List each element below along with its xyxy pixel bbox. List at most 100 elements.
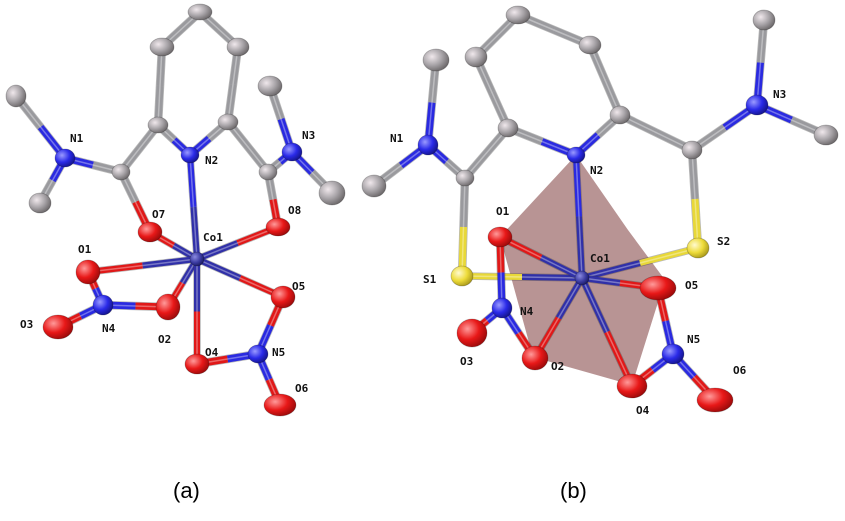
- atom-label-b-n3: N3: [773, 88, 786, 101]
- atom-label-a-o4: O4: [205, 346, 219, 359]
- atom-b-co1: [574, 270, 590, 286]
- atom-a-o4: [184, 353, 210, 375]
- atom-label-a-n4: N4: [102, 322, 116, 335]
- atom-a-o3: [42, 314, 74, 340]
- bond-b-C_amide1-S1: [457, 177, 470, 277]
- bond-b-C_amide2-S2: [687, 149, 703, 249]
- atom-b-c_ring1: [505, 5, 531, 25]
- atom-a-co1: [189, 251, 205, 267]
- atom-a-c_me2: [28, 192, 52, 214]
- bond-a-C_ring3-C_ring5: [223, 46, 243, 123]
- atom-b-n3: [745, 94, 769, 116]
- bond-a-Co1-O1: [87, 255, 198, 276]
- atom-b-o1: [487, 226, 513, 248]
- atom-b-c_me4: [813, 124, 839, 146]
- atom-b-o4: [616, 373, 648, 399]
- atom-b-c_amide2: [681, 140, 703, 160]
- atom-label-a-o5: O5: [292, 280, 305, 293]
- atom-label-b-co1: Co1: [590, 252, 610, 265]
- atom-label-a-n2: N2: [205, 154, 218, 167]
- atom-a-n4: [92, 294, 114, 316]
- atom-label-b-o5: O5: [685, 279, 698, 292]
- atom-label-b-o6: O6: [733, 364, 747, 377]
- bond-b-N1-C_me1: [423, 59, 441, 146]
- atom-b-c_amide1: [455, 169, 475, 187]
- atom-a-c_ring4: [147, 116, 169, 134]
- atom-a-c_ring2: [149, 37, 175, 57]
- bond-b-C_ring4-C_amide1: [461, 125, 512, 181]
- atom-label-a-n5: N5: [272, 346, 285, 359]
- atom-label-b-s1: S1: [423, 273, 437, 286]
- atom-b-c_ring5: [609, 105, 631, 125]
- bond-b-Co1-S1: [461, 272, 583, 282]
- atom-label-b-s2: S2: [717, 235, 730, 248]
- atom-label-a-o1: O1: [78, 243, 92, 256]
- atom-a-c_ring5: [217, 113, 239, 131]
- bond-b-O1-N4: [495, 236, 507, 309]
- atom-label-a-o6: O6: [295, 382, 309, 395]
- atom-b-n5: [661, 343, 685, 365]
- atom-label-b-n2: N2: [590, 164, 603, 177]
- atom-a-c_me1: [5, 84, 27, 108]
- atom-a-c_ring1: [187, 3, 213, 21]
- atom-a-c_me4: [318, 180, 346, 206]
- atom-label-a-n1: N1: [70, 132, 84, 145]
- panel-label-a: (a): [173, 478, 200, 503]
- atom-b-n4: [491, 297, 513, 319]
- atom-b-o6: [696, 387, 734, 413]
- atom-b-o2: [521, 345, 549, 371]
- atom-label-b-o4: O4: [636, 404, 650, 417]
- atom-a-o2: [155, 293, 181, 321]
- atom-labels: N2N1O7N3O8Co1O1N4O3O2O5N5O4O6N2N1S1N3S2C…: [20, 88, 786, 417]
- atom-a-o5: [270, 285, 296, 309]
- bond-b-C_ring4-N2: [506, 124, 578, 159]
- atom-a-c_amide1: [111, 163, 131, 181]
- atom-b-c_me2: [361, 174, 387, 198]
- bond-a-C_ring5-C_amide2: [224, 119, 272, 175]
- bond-a-Co1-O8: [195, 223, 280, 263]
- bond-b-C_ring3-C_ring5: [586, 43, 624, 117]
- atom-a-c_me3: [257, 75, 283, 97]
- atom-label-a-o3: O3: [20, 318, 33, 331]
- bond-b-N3-C_amide2: [689, 101, 760, 154]
- atom-b-c_me1: [422, 48, 450, 72]
- atom-label-a-o7: O7: [152, 208, 165, 221]
- atom-b-s2: [686, 237, 710, 259]
- atom-b-o3: [456, 318, 488, 348]
- atom-a-o8: [265, 217, 291, 237]
- atom-label-a-co1: Co1: [203, 231, 223, 244]
- bond-a-Co1-O5: [195, 255, 285, 301]
- atom-label-b-n1: N1: [390, 132, 404, 145]
- bond-a-C_ring2-C_ring4: [153, 46, 167, 126]
- atom-a-o1: [75, 259, 101, 285]
- atom-label-b-o3: O3: [460, 355, 473, 368]
- atom-label-a-o2: O2: [158, 333, 171, 346]
- atom-a-c_amide2: [258, 163, 278, 181]
- atom-b-c_ring4: [497, 118, 519, 138]
- atom-a-n5: [247, 344, 269, 364]
- atom-label-a-n3: N3: [302, 129, 315, 142]
- atom-label-b-o1: O1: [496, 205, 510, 218]
- atom-a-o6: [263, 393, 297, 417]
- atom-a-n2: [180, 146, 200, 164]
- atom-b-c_ring2: [464, 46, 488, 68]
- bond-b-Co1-N2: [572, 154, 586, 279]
- atom-b-n2: [566, 146, 586, 164]
- bonds: [12, 8, 828, 407]
- atom-label-b-o2: O2: [551, 360, 564, 373]
- atom-a-n3: [281, 142, 303, 162]
- panel-label-b: (b): [560, 478, 587, 503]
- bond-b-C_ring2-C_ring4: [472, 55, 512, 130]
- atom-b-o5: [639, 275, 677, 301]
- bond-b-C_ring5-C_amide2: [618, 111, 694, 154]
- atoms: [5, 3, 839, 417]
- atom-label-b-n4: N4: [520, 305, 534, 318]
- bond-a-Co1-N2: [186, 154, 201, 260]
- atom-b-s1: [450, 265, 474, 287]
- atom-b-c_ring3: [578, 35, 602, 55]
- atom-b-c_me3: [752, 9, 776, 31]
- bond-a-N1-C_me1: [12, 93, 69, 161]
- atom-a-n1: [54, 148, 76, 168]
